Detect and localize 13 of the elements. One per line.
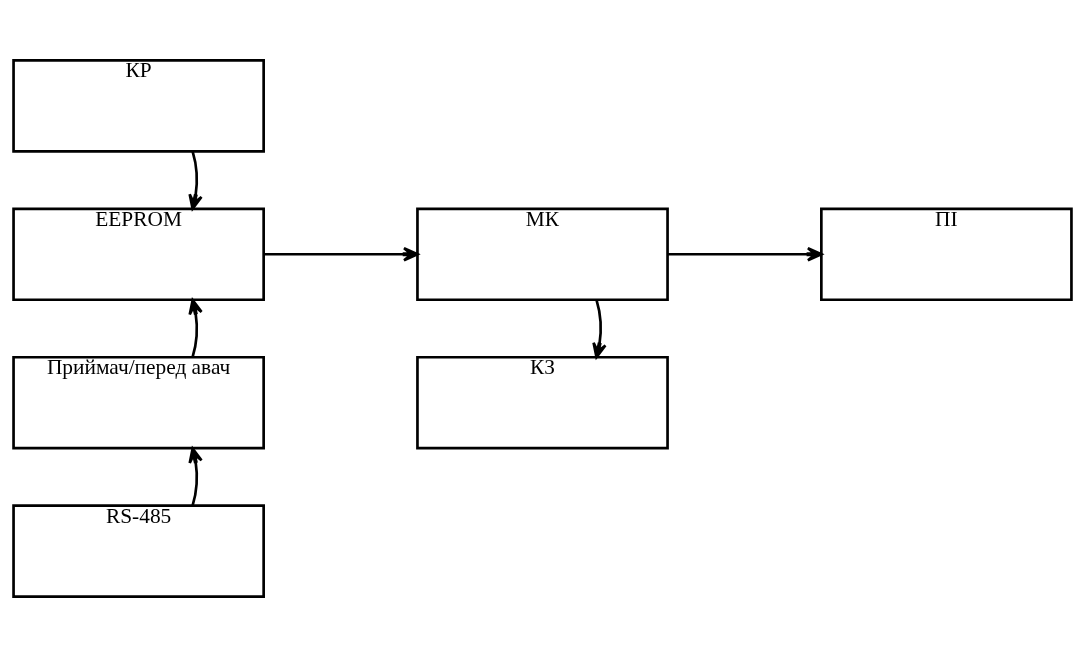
node-box: RS-485 — [12, 503, 265, 598]
node-box: КР — [12, 58, 265, 153]
arrow — [264, 246, 419, 262]
node-box: Приймач/перед авач — [12, 355, 265, 450]
arrow — [592, 299, 607, 358]
arrow — [667, 246, 823, 262]
node-box: ПІ — [820, 206, 1073, 301]
node-box: МК — [416, 206, 669, 301]
arrow — [188, 298, 203, 357]
node-box: EEPROM — [12, 206, 265, 301]
arrow — [188, 150, 203, 210]
arrow — [188, 446, 203, 506]
node-box: КЗ — [416, 355, 669, 450]
